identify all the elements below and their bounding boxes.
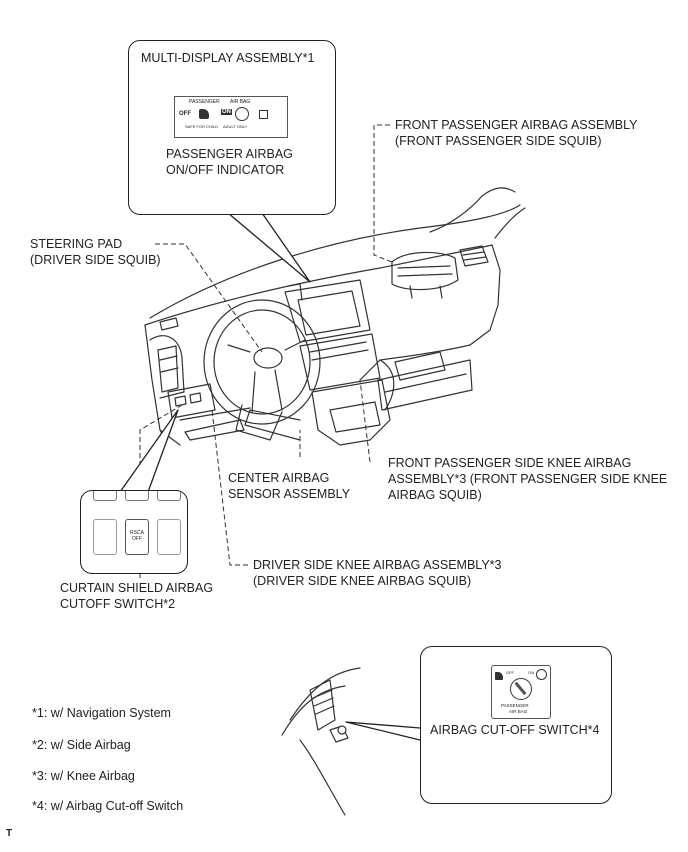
steering-pad-label-1: STEERING PAD [30, 237, 123, 251]
cutoff-passenger-text: PASSENGER [501, 703, 529, 708]
rsca-off-text: OFF [132, 536, 142, 542]
note-2: *2: w/ Side Airbag [32, 738, 131, 752]
cutoff-on-text: ON [528, 670, 534, 675]
indicator-label-line2: ON/OFF INDICATOR [166, 163, 285, 177]
rsca-off-switch[interactable]: RSCA OFF [125, 519, 149, 555]
note-3: *3: w/ Knee Airbag [32, 769, 135, 783]
rsca-text: RSCA [130, 530, 144, 536]
passenger-knee-airbag-label-3: AIRBAG SQUIB) [388, 488, 482, 502]
indicator-label-line1: PASSENGER AIRBAG [166, 147, 293, 161]
cutoff-switch-label: AIRBAG CUT-OFF SWITCH*4 [430, 723, 600, 737]
airbag-disabled-icon [536, 669, 547, 680]
switch-blank-top-2 [125, 491, 149, 501]
indicator-on-text: ON [221, 109, 232, 115]
corner-mark: T [6, 828, 13, 839]
driver-knee-airbag-label-2: (DRIVER SIDE KNEE AIRBAG SQUIB) [253, 574, 472, 588]
indicator-safe-text: SAFE FOR CHILD [185, 124, 219, 129]
airbag-disabled-icon [235, 107, 249, 121]
center-sensor-label-1: CENTER AIRBAG [228, 471, 330, 485]
cutoff-switch-callout: OFF ON PASSENGER AIR BAG AIRBAG CUT-OFF … [420, 646, 612, 804]
passenger-knee-airbag-label-1: FRONT PASSENGER SIDE KNEE AIRBAG [388, 456, 632, 470]
indicator-adult-text: ADULT ONLY [223, 124, 248, 129]
front-passenger-airbag-label-2: (FRONT PASSENGER SIDE SQUIB) [395, 134, 602, 148]
cutoff-airbag-text: AIR BAG [509, 709, 528, 714]
key-slot [514, 681, 527, 696]
switch-blank-2 [157, 519, 181, 555]
cutoff-off-text: OFF [506, 670, 514, 675]
curtain-switch-callout: RSCA OFF [80, 490, 188, 574]
child-seat-icon [495, 672, 503, 680]
multi-display-callout: MULTI-DISPLAY ASSEMBLY*1 PASSENGER AIR B… [128, 40, 336, 215]
note-1: *1: w/ Navigation System [32, 706, 171, 720]
note-4: *4: w/ Airbag Cut-off Switch [32, 799, 184, 813]
steering-pad-label-2: (DRIVER SIDE SQUIB) [30, 253, 161, 267]
indicator-passenger-text: PASSENGER [189, 99, 220, 105]
passenger-knee-airbag-label-2: ASSEMBLY*3 (FRONT PASSENGER SIDE KNEE [388, 472, 668, 486]
switch-blank-1 [93, 519, 117, 555]
front-passenger-airbag-label-1: FRONT PASSENGER AIRBAG ASSEMBLY [395, 118, 638, 132]
key-switch-knob[interactable] [510, 678, 532, 700]
switch-blank-top-3 [157, 491, 181, 501]
indicator-airbag-text: AIR BAG [230, 99, 251, 105]
multi-display-title: MULTI-DISPLAY ASSEMBLY*1 [141, 51, 315, 65]
indicator-off-text: OFF [179, 111, 191, 117]
center-sensor-label-2: SENSOR ASSEMBLY [228, 487, 351, 501]
cutoff-switch-plate: OFF ON PASSENGER AIR BAG [491, 665, 551, 719]
switch-blank-top-1 [93, 491, 117, 501]
curtain-switch-label-2: CUTOFF SWITCH*2 [60, 597, 176, 611]
clock-icon [259, 110, 268, 119]
curtain-switch-label-1: CURTAIN SHIELD AIRBAG [60, 581, 214, 595]
indicator-panel: PASSENGER AIR BAG OFF ON SAFE FOR CHILD … [174, 96, 288, 138]
driver-knee-airbag-label-1: DRIVER SIDE KNEE AIRBAG ASSEMBLY*3 [253, 558, 502, 572]
child-seat-icon [199, 109, 209, 119]
